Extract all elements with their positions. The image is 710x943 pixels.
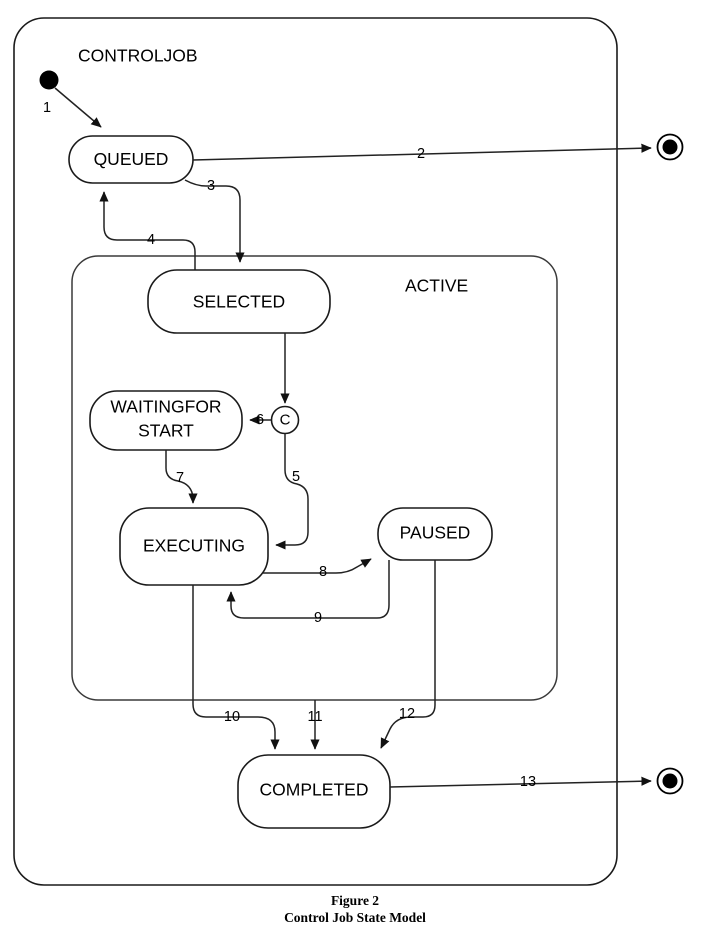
- transition-7-label: 7: [176, 470, 184, 486]
- transition-7-path: [165, 450, 198, 504]
- transition-11-label: 11: [307, 709, 322, 725]
- transition-9-path: [226, 560, 390, 619]
- transition-8-label: 8: [319, 564, 327, 580]
- transition-13-label: 13: [520, 774, 536, 790]
- state-executing[interactable]: [119, 507, 269, 586]
- final-state-top-dot: [662, 139, 678, 155]
- transition-9-label: 9: [314, 610, 322, 626]
- transition-4-path: [99, 191, 196, 270]
- transition-8-path: [262, 559, 371, 574]
- figure-caption-subtitle: Control Job State Model: [284, 909, 426, 925]
- choice-junction-c[interactable]: [270, 405, 300, 435]
- transition-3-path: [184, 179, 245, 263]
- final-state-bottom-dot: [662, 773, 678, 789]
- state-waitingforstart-label-line1: WAITINGFOR: [110, 397, 221, 417]
- transition-5-path: [275, 434, 309, 550]
- state-paused-label: PAUSED: [400, 523, 471, 543]
- state-completed[interactable]: [237, 754, 391, 829]
- state-selected-label: SELECTED: [193, 292, 285, 312]
- transition-4-label: 4: [147, 232, 155, 248]
- state-queued-label: QUEUED: [94, 149, 169, 169]
- figure-caption: Figure 2 Control Job State Model: [0, 893, 710, 927]
- choice-junction-c-label: C: [280, 411, 291, 428]
- figure-caption-title: Figure 2: [330, 893, 380, 908]
- initial-state-icon: [39, 70, 59, 90]
- transition-2-label: 2: [417, 146, 425, 162]
- controljob-region-label: CONTROLJOB: [78, 46, 198, 66]
- transition-13-path: [389, 776, 652, 788]
- transition-5-label: 5: [292, 469, 300, 485]
- transition-3-label: 3: [207, 178, 215, 194]
- transition-2-path: [192, 143, 652, 161]
- state-completed-label: COMPLETED: [260, 780, 369, 800]
- controljob-region-boundary: [13, 17, 618, 886]
- active-region-label: ACTIVE: [405, 276, 468, 296]
- transition-10-path: [192, 585, 280, 750]
- state-selected[interactable]: [147, 269, 331, 334]
- transition-6-label: 6: [256, 412, 264, 428]
- state-waitingforstart-label-line2: START: [138, 421, 194, 441]
- transition-1-label: 1: [43, 100, 51, 116]
- transition-12-label: 12: [399, 706, 415, 722]
- transition-12-path: [380, 560, 436, 749]
- transition-10-label: 10: [224, 709, 240, 725]
- transition-1-path: [54, 87, 102, 128]
- state-executing-label: EXECUTING: [143, 536, 245, 556]
